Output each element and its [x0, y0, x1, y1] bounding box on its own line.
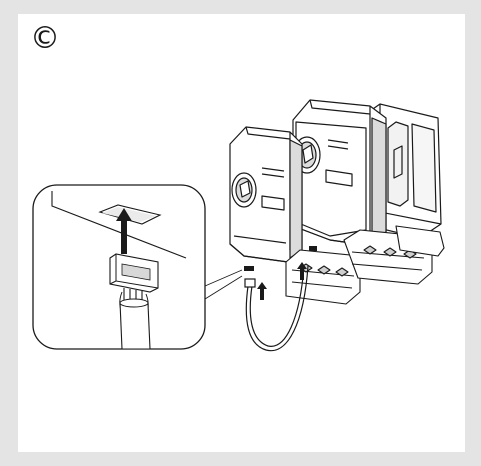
terminal-bases — [285, 225, 445, 305]
inverter-front — [229, 126, 303, 263]
comm-port-front — [244, 266, 254, 271]
zoom-leader-lines — [204, 269, 243, 300]
comm-port-middle — [309, 246, 317, 251]
detail-callout — [32, 184, 206, 350]
step-label: © — [30, 21, 60, 56]
inverter-middle — [292, 99, 387, 247]
up-arrow-icon — [116, 208, 132, 254]
up-arrow-icon — [257, 262, 307, 300]
communication-cable — [244, 265, 309, 352]
